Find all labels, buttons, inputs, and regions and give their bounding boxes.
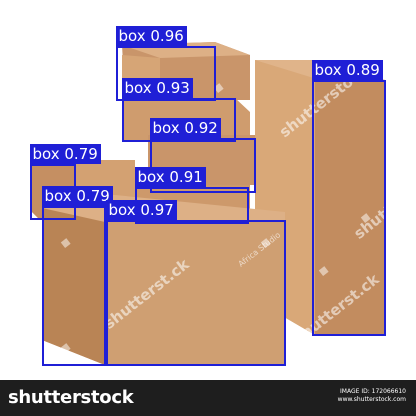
image-id: IMAGE ID: 172066610 www.shutterstock.com	[338, 388, 406, 404]
detection-box: box 0.97	[105, 200, 286, 366]
detection-label: box 0.89	[311, 60, 383, 80]
detection-label: box 0.79	[29, 144, 101, 164]
detection-label: box 0.79	[41, 186, 113, 206]
detection-box: box 0.93	[121, 78, 236, 142]
detection-box: box 0.92	[149, 118, 256, 193]
detection-label: box 0.97	[105, 200, 177, 220]
stock-footer: shutterstock IMAGE ID: 172066610 www.shu…	[0, 380, 416, 416]
detection-label: box 0.91	[134, 167, 206, 187]
detection-label: box 0.92	[149, 118, 221, 138]
detection-box: box 0.89	[311, 60, 386, 336]
detection-label: box 0.93	[121, 78, 193, 98]
image-url-line: www.shutterstock.com	[337, 396, 406, 403]
detection-box: box 0.91	[134, 167, 249, 224]
detection-box: box 0.79	[41, 186, 113, 366]
image-id-line: IMAGE ID: 172066610	[340, 388, 406, 395]
shutterstock-logo: shutterstock	[8, 387, 134, 408]
detection-label: box 0.96	[115, 26, 187, 46]
detection-box: box 0.96	[115, 26, 216, 101]
